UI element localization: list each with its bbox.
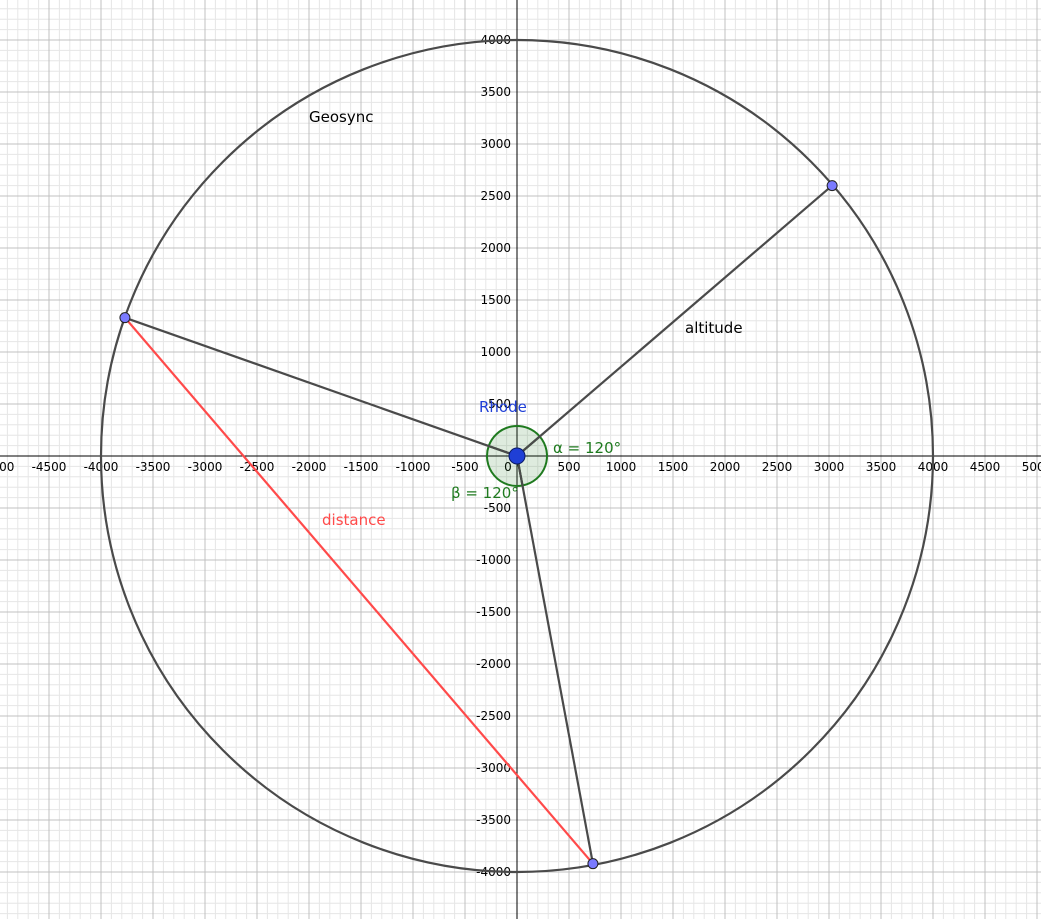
point-rhode	[508, 447, 526, 465]
x-tick-label: 1500	[658, 460, 689, 474]
x-tick-label: -5000	[0, 460, 14, 474]
x-tick-label: 1000	[606, 460, 637, 474]
x-tick-label: 2000	[710, 460, 741, 474]
segment-distance	[124, 316, 594, 865]
x-tick-label: 2500	[762, 460, 793, 474]
segment-OB	[124, 316, 518, 458]
y-tick-label: 2500	[480, 189, 511, 203]
geosync-circle	[99, 38, 935, 874]
y-tick-label: -3500	[476, 813, 511, 827]
y-tick-label: -1500	[476, 605, 511, 619]
point-label-rhode: Rhode	[479, 398, 527, 416]
point-C	[587, 858, 599, 870]
y-tick-label: -1000	[476, 553, 511, 567]
segment-label-distance: distance	[322, 511, 386, 529]
x-tick-label: 3500	[866, 460, 897, 474]
angle-remaining-sector	[515, 435, 548, 487]
angle-label-beta: β = 120°	[451, 484, 519, 502]
y-tick-label: -3000	[476, 761, 511, 775]
y-tick-label: -2500	[476, 709, 511, 723]
y-tick-label: 500	[488, 397, 511, 411]
y-tick-label: 1500	[480, 293, 511, 307]
point-B	[119, 312, 131, 324]
angle-alpha-sector	[487, 425, 542, 458]
x-tick-label: -1500	[344, 460, 379, 474]
y-tick-label: 1000	[480, 345, 511, 359]
circle-label-geosync: Geosync	[309, 108, 373, 126]
segment-altitude	[516, 184, 833, 457]
x-tick-label: 5000	[1022, 460, 1041, 474]
x-tick-label: -500	[451, 460, 478, 474]
x-tick-label: 4500	[970, 460, 1001, 474]
x-tick-label: 0	[504, 460, 512, 474]
points	[119, 180, 838, 870]
x-tick-label: -3500	[136, 460, 171, 474]
angle-label-alpha: α = 120°	[553, 439, 621, 457]
y-tick-label: 3000	[480, 137, 511, 151]
y-tick-label: 3500	[480, 85, 511, 99]
y-tick-label: -2000	[476, 657, 511, 671]
x-tick-label: -1000	[396, 460, 431, 474]
point-A	[826, 180, 838, 192]
segment-label-altitude: altitude	[685, 319, 743, 337]
x-tick-label: -3000	[188, 460, 223, 474]
object-labels: Geosync altitude distance Rhode α = 120°…	[309, 108, 743, 529]
construction	[99, 38, 935, 874]
tick-labels: -5000-4500-4000-3500-3000-2500-2000-1500…	[0, 33, 1041, 879]
y-tick-label: 2000	[480, 241, 511, 255]
segment-OC	[515, 455, 595, 864]
x-tick-label: 500	[558, 460, 581, 474]
x-tick-label: 3000	[814, 460, 845, 474]
x-tick-label: -2000	[292, 460, 327, 474]
y-tick-label: -500	[484, 501, 511, 515]
x-tick-label: -2500	[240, 460, 275, 474]
x-tick-label: -4500	[32, 460, 67, 474]
